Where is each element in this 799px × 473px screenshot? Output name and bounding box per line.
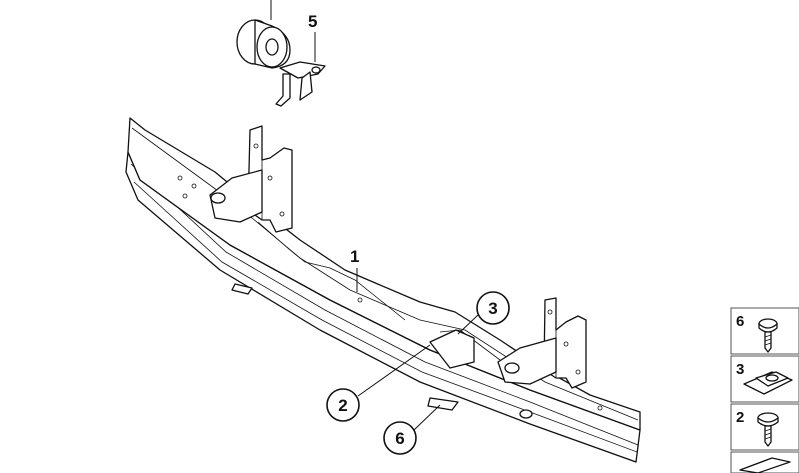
- callout-5[interactable]: 5: [308, 12, 317, 31]
- callout-1-label: 1: [350, 247, 359, 266]
- mount-bracket-part[interactable]: [275, 32, 326, 107]
- legend-item-oval-screw[interactable]: 2: [730, 403, 799, 451]
- callout-3[interactable]: 3: [457, 291, 510, 335]
- callout-6[interactable]: 6: [383, 404, 441, 455]
- legend-item-torx-screw[interactable]: 6: [730, 307, 799, 355]
- torx-screw-icon: [758, 318, 778, 353]
- callout-6-leader: [413, 404, 441, 431]
- callout-6-label: 6: [395, 429, 404, 448]
- callout-2-label: 2: [338, 396, 347, 415]
- wedge-clip-icon: [739, 457, 791, 473]
- legend-label: 6: [736, 313, 744, 330]
- callout-5-label: 5: [308, 12, 317, 31]
- bushing-part[interactable]: [236, 0, 291, 69]
- clip-nut-icon: [743, 371, 793, 395]
- callout-3-leader: [457, 314, 479, 335]
- callout-2[interactable]: 2: [326, 344, 431, 422]
- callout-3-label: 3: [488, 299, 497, 318]
- callout-2-leader: [357, 344, 431, 397]
- oval-head-screw-icon: [757, 412, 779, 447]
- legend-label: 2: [736, 409, 744, 426]
- legend-item-wedge-clip[interactable]: [730, 451, 799, 473]
- callout-1[interactable]: 1: [350, 247, 359, 292]
- legend-item-clip-nut[interactable]: 3: [730, 355, 799, 403]
- legend-label: 3: [736, 361, 744, 378]
- bumper-carrier-part[interactable]: [125, 117, 641, 463]
